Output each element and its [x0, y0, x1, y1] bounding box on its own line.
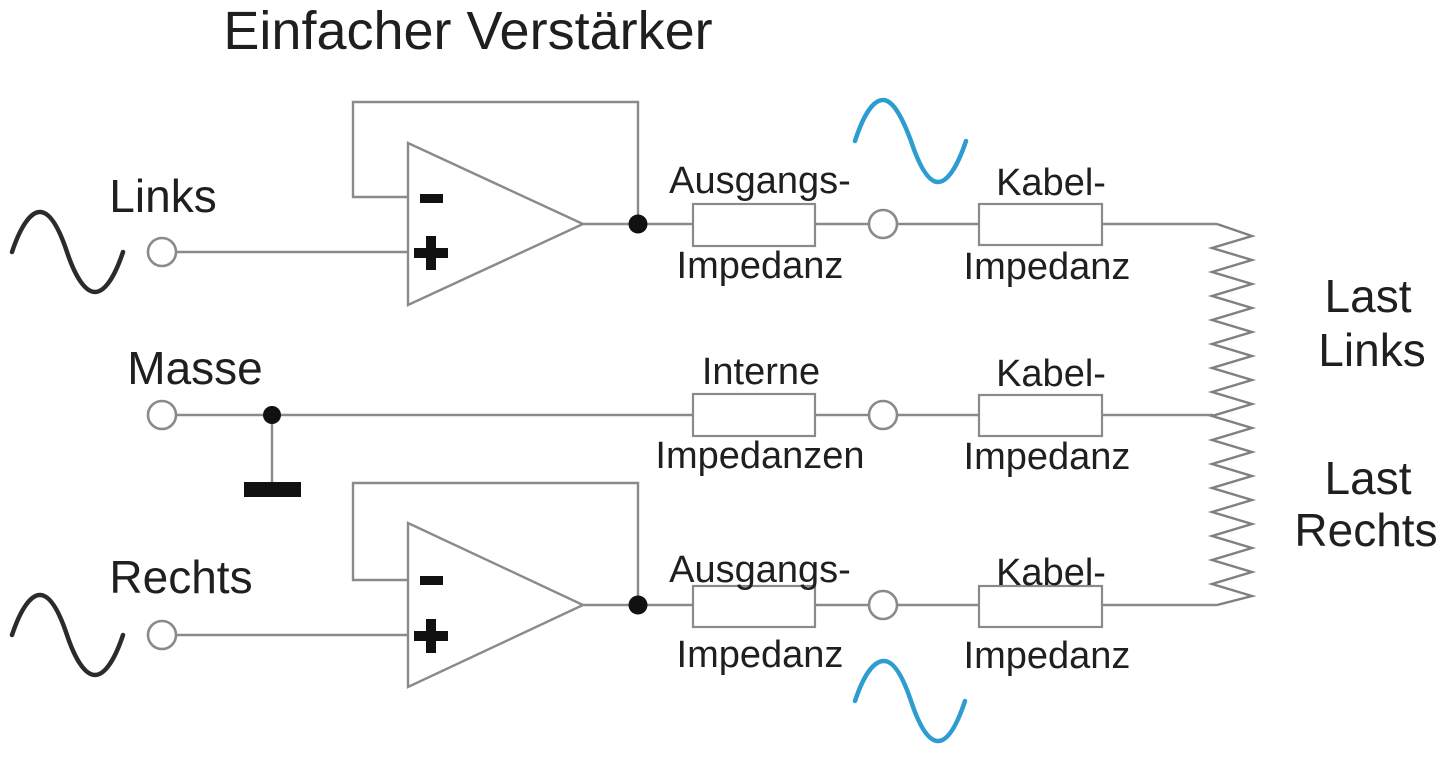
junction-bottom-output: [628, 595, 648, 615]
middle-cable-impedance-label-line1: Kabel-: [996, 353, 1106, 395]
load-links-label-line1: Last: [1324, 270, 1412, 322]
internal-impedances-label-line2: Impedanzen: [655, 435, 865, 477]
links-input-label: Links: [109, 170, 217, 222]
load-rechts-label-line1: Last: [1324, 452, 1412, 504]
opamp-top-minus-symbol: [420, 194, 443, 203]
terminal-masse-input: [146, 399, 178, 431]
ground-symbol: [244, 482, 301, 497]
internal-impedances-label-line1: Interne: [701, 351, 821, 393]
top-cable-impedance-label-line2: Impedanz: [963, 246, 1131, 288]
junction-top-output: [628, 214, 648, 234]
input-sine-left-icon: [9, 209, 126, 295]
diagram-title: Einfacher Verstärker: [223, 1, 713, 61]
connector-middle: [867, 399, 899, 431]
opamp-top-feedback-wire: [351, 100, 640, 224]
opamp-bottom-minus-symbol: [420, 576, 443, 585]
opamp-top-triangle: [406, 141, 586, 307]
rechts-input-label: Rechts: [109, 551, 253, 603]
top-cable-impedance-label-line1: Kabel-: [996, 162, 1106, 204]
resistor-middle-cable-impedance: [977, 393, 1104, 438]
resistor-internal-impedances: [691, 392, 817, 438]
top-output-impedance-label-line2: Impedanz: [676, 245, 844, 287]
opamp-bottom-triangle: [406, 521, 586, 689]
terminal-links-input: [146, 236, 178, 268]
load-links-label-line2: Links: [1318, 324, 1426, 376]
left-channel: [9, 97, 1217, 307]
opamp-bottom-plus-symbol: [414, 619, 448, 653]
input-sine-right-icon: [9, 592, 126, 678]
junction-ground: [263, 406, 281, 424]
opamp-top-plus-symbol: [414, 236, 448, 270]
load-resistor: [1207, 222, 1257, 607]
masse-input-label: Masse: [127, 342, 263, 394]
resistor-bottom-output-impedance: [691, 584, 817, 629]
connector-bottom: [867, 589, 899, 621]
bottom-cable-impedance-label-line1: Kabel-: [996, 552, 1106, 594]
load-rechts-label-line2: Rechts: [1294, 504, 1438, 556]
bottom-output-impedance-label-line1: Ausgangs-: [669, 549, 851, 591]
resistor-top-cable-impedance: [977, 202, 1104, 247]
opamp-bottom-feedback-wire: [351, 481, 640, 605]
bottom-output-impedance-label-line2: Impedanz: [676, 634, 844, 676]
output-sine-bottom-icon: [852, 658, 968, 744]
right-channel: [9, 481, 1217, 744]
middle-cable-impedance-label-line2: Impedanz: [963, 436, 1131, 478]
connector-top: [867, 208, 899, 240]
top-output-impedance-label-line1: Ausgangs-: [669, 160, 851, 202]
resistor-bottom-cable-impedance: [977, 584, 1104, 629]
terminal-rechts-input: [146, 619, 178, 651]
load-zigzag: [1207, 222, 1257, 607]
bottom-cable-impedance-label-line2: Impedanz: [963, 635, 1131, 677]
output-sine-top-icon: [852, 97, 969, 185]
resistor-top-output-impedance: [691, 202, 817, 248]
ground-line: [146, 392, 1213, 497]
